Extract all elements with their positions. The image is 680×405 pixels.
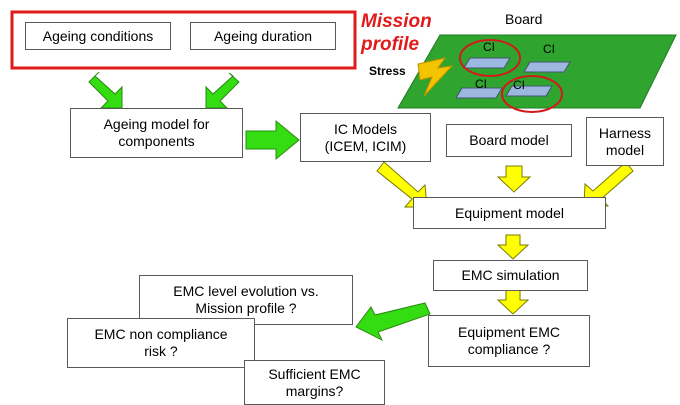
lightning-icon bbox=[417, 57, 454, 97]
green-arrow-icon bbox=[355, 302, 431, 342]
ageing-duration-box: Ageing duration bbox=[190, 22, 336, 50]
emc-simulation-box: EMC simulation bbox=[433, 260, 588, 291]
chip-label: CI bbox=[475, 77, 487, 91]
green-arrow-icon bbox=[245, 119, 300, 161]
emc-non-compliance-box: EMC non compliance risk ? bbox=[67, 318, 255, 368]
ageing-conditions-box: Ageing conditions bbox=[25, 22, 171, 50]
yellow-arrow-icon bbox=[496, 289, 530, 315]
chip-label: CI bbox=[543, 42, 555, 56]
yellow-arrow-icon bbox=[496, 165, 532, 193]
chip-label: CI bbox=[483, 40, 495, 54]
stress-label: Stress bbox=[369, 64, 406, 78]
equipment-model-box: Equipment model bbox=[413, 197, 606, 229]
board-label: Board bbox=[505, 11, 543, 27]
ic-models-box: IC Models (ICEM, ICIM) bbox=[300, 113, 431, 162]
mission-profile-label: Mission profile bbox=[361, 11, 432, 55]
green-arrow-icon bbox=[88, 71, 123, 109]
ageing-model-box: Ageing model for components bbox=[70, 108, 243, 158]
yellow-arrow-icon bbox=[496, 234, 530, 260]
sufficient-margins-box: Sufficient EMC margins? bbox=[244, 360, 385, 405]
green-arrow-icon bbox=[205, 72, 240, 109]
emc-level-evolution-box: EMC level evolution vs. Mission profile … bbox=[139, 275, 353, 325]
equipment-compliance-box: Equipment EMC compliance ? bbox=[428, 315, 590, 367]
mission-profile-frame bbox=[10, 10, 357, 70]
chip-label: CI bbox=[513, 78, 525, 92]
harness-model-box: Harness model bbox=[586, 117, 664, 166]
board-icon bbox=[397, 34, 677, 113]
board-model-box: Board model bbox=[446, 124, 572, 157]
